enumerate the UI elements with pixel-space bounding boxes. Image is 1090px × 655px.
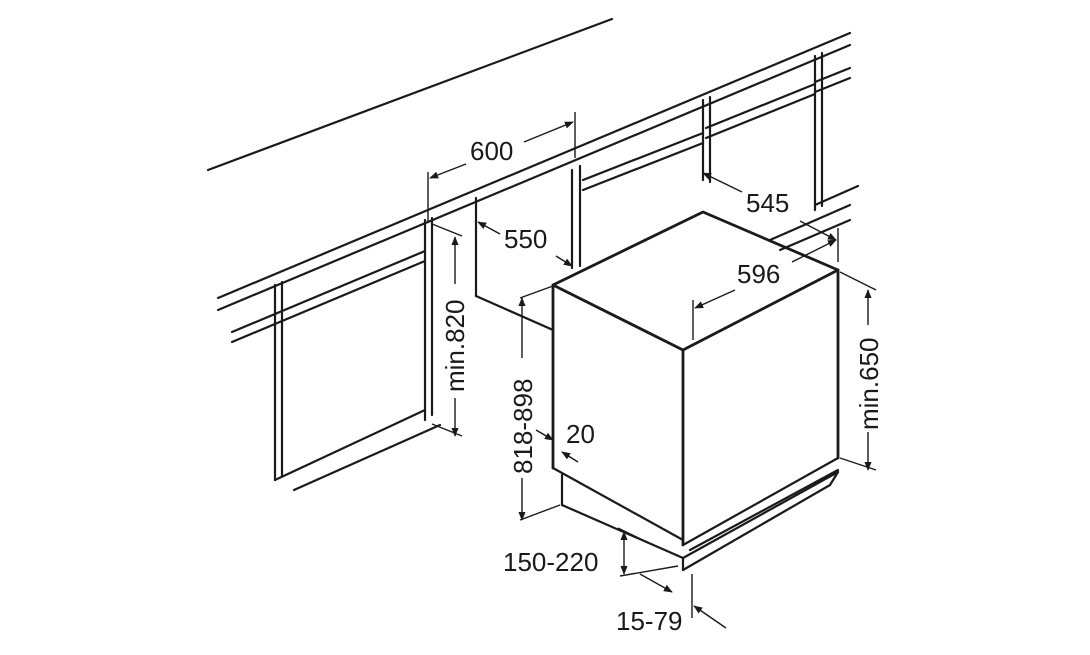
dim-min650: min.650 — [839, 271, 884, 471]
dim-min820-label: min.820 — [440, 300, 470, 393]
dim-545: 545 — [702, 172, 837, 241]
dim-min650-label: min.650 — [854, 338, 884, 431]
dim-min820: min.820 — [431, 223, 470, 437]
dim-545-label: 545 — [746, 188, 789, 218]
dim-600: 600 — [427, 112, 576, 222]
right-cabinets — [581, 51, 860, 252]
dim-15-79-label: 15-79 — [616, 606, 683, 636]
dim-596-label: 596 — [737, 259, 780, 289]
dim-15-79: 15-79 — [616, 573, 727, 636]
worktop — [206, 17, 852, 312]
dim-600-label: 600 — [470, 136, 513, 166]
dim-150-220-label: 150-220 — [503, 547, 598, 577]
niche-back-wall — [474, 164, 582, 332]
appliance-body — [551, 210, 840, 572]
dim-818-898: 818-898 — [508, 285, 561, 521]
dim-818-898-label: 818-898 — [508, 379, 538, 474]
dim-550-label: 550 — [504, 224, 547, 254]
left-cabinet — [230, 216, 442, 492]
dim-550: 550 — [477, 221, 573, 267]
dim-20: 20 — [535, 419, 595, 463]
dim-150-220: 150-220 — [503, 527, 679, 577]
dim-20-label: 20 — [566, 419, 595, 449]
dim-596: 596 — [692, 228, 839, 340]
